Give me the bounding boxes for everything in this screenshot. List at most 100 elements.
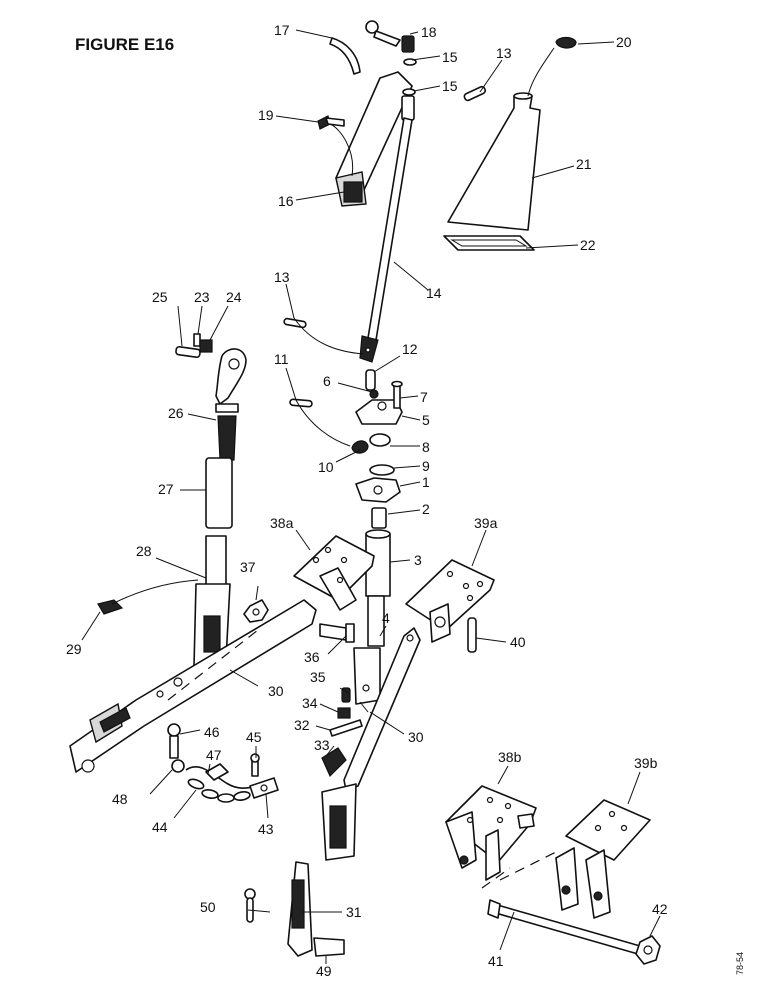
top-link-eye-26 <box>215 348 247 461</box>
gearbox-1 <box>355 477 401 503</box>
bracket-39b <box>555 799 651 919</box>
label-16: 16 <box>278 193 294 209</box>
label-39a: 39a <box>474 515 498 531</box>
label-50: 50 <box>200 899 216 915</box>
pin-11 <box>289 398 313 408</box>
label-18: 18 <box>421 24 437 40</box>
link-pin-46 <box>167 723 181 759</box>
bolt-23 <box>193 333 201 347</box>
nut-6 <box>369 389 379 399</box>
bolt-7 <box>391 380 403 409</box>
label-40: 40 <box>510 634 526 650</box>
label-28: 28 <box>136 543 152 559</box>
bolt-36 <box>319 623 355 643</box>
rod-4 <box>353 595 385 705</box>
label-11: 11 <box>274 351 289 367</box>
reference-code: 78-54 <box>735 952 745 975</box>
pin-32 <box>329 719 363 737</box>
knob-handle-18 <box>365 20 415 53</box>
washer-8 <box>369 433 391 447</box>
label-13-upper: 13 <box>496 45 512 61</box>
clip-24 <box>199 339 213 353</box>
bolt-19 <box>317 115 345 130</box>
bracket-38a <box>293 535 375 611</box>
label-39b: 39b <box>634 755 658 771</box>
pin-13-upper <box>463 85 487 102</box>
label-15-upper: 15 <box>442 49 458 65</box>
label-25: 25 <box>152 289 168 305</box>
label-31: 31 <box>346 904 362 920</box>
label-7: 7 <box>420 389 428 405</box>
stabiliser-31 <box>287 861 313 957</box>
bolt-45 <box>250 753 260 777</box>
cap-20 <box>555 36 577 49</box>
label-35: 35 <box>310 669 326 685</box>
label-45: 45 <box>246 729 262 745</box>
label-38a: 38a <box>270 515 294 531</box>
label-30-left: 30 <box>268 683 284 699</box>
label-13-lower: 13 <box>274 269 290 285</box>
label-10: 10 <box>318 459 334 475</box>
label-32: 32 <box>294 717 310 733</box>
washer-48 <box>171 759 185 773</box>
assembly-line-link-pin <box>167 629 259 701</box>
label-6: 6 <box>323 373 331 389</box>
cover-21 <box>447 92 541 231</box>
label-17: 17 <box>274 22 290 38</box>
lower-link-28 <box>193 535 231 667</box>
label-33: 33 <box>314 737 330 753</box>
label-8: 8 <box>422 439 430 455</box>
label-5: 5 <box>422 412 430 428</box>
bracket-39a <box>405 559 495 643</box>
pin-49 <box>313 937 345 957</box>
label-44: 44 <box>152 819 168 835</box>
lower-link-30-right <box>321 627 421 861</box>
assembly-line-bolt-41 <box>481 867 511 889</box>
nut-42 <box>635 935 661 965</box>
label-20: 20 <box>616 34 632 50</box>
label-21: 21 <box>576 156 592 172</box>
figure-title: FIGURE E16 <box>75 35 174 54</box>
clip-50 <box>244 888 256 923</box>
label-34: 34 <box>302 695 318 711</box>
nut-37 <box>243 599 269 623</box>
label-36: 36 <box>304 649 320 665</box>
link-pin-25 <box>175 345 201 359</box>
label-2: 2 <box>422 501 430 517</box>
label-9: 9 <box>422 458 430 474</box>
tube-27 <box>205 457 233 529</box>
washer-9 <box>369 464 395 476</box>
label-47: 47 <box>206 747 222 763</box>
lower-link-30-left <box>69 599 317 773</box>
grease-nipple-29 <box>97 599 124 615</box>
label-22: 22 <box>580 237 596 253</box>
pin-40 <box>467 617 477 653</box>
nut-34 <box>337 707 351 719</box>
label-38b: 38b <box>498 749 522 765</box>
clip-15 <box>402 58 417 96</box>
label-14: 14 <box>426 285 442 301</box>
label-3: 3 <box>414 552 422 568</box>
assembly-line-bracket-38b-39b <box>499 849 561 881</box>
pin-12 <box>365 369 376 391</box>
label-29: 29 <box>66 641 82 657</box>
bracket-43 <box>249 777 279 799</box>
chain-hook-47 <box>205 763 229 781</box>
housing-5 <box>355 399 403 425</box>
lift-lever-16 <box>335 71 413 207</box>
lift-rod-14 <box>359 95 415 363</box>
label-1: 1 <box>422 474 430 490</box>
label-12: 12 <box>402 341 418 357</box>
label-41: 41 <box>488 953 504 969</box>
collar-2 <box>371 507 387 529</box>
label-24: 24 <box>226 289 242 305</box>
bracket-38b <box>445 785 537 881</box>
label-27: 27 <box>158 481 174 497</box>
ball-10 <box>351 440 369 454</box>
label-42: 42 <box>652 901 668 917</box>
label-48: 48 <box>112 791 128 807</box>
label-49: 49 <box>316 963 332 979</box>
label-19: 19 <box>258 107 274 123</box>
label-4: 4 <box>382 610 390 626</box>
